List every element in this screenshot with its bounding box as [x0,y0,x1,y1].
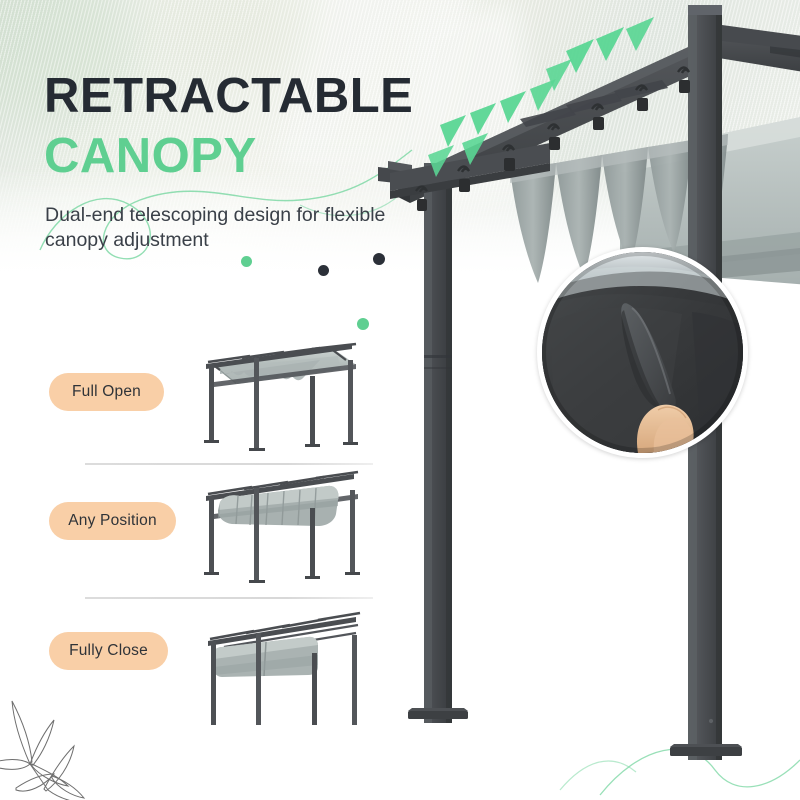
position-pill-fully-close[interactable]: Fully Close [49,632,168,670]
page-title-line1: RETRACTABLE [44,69,414,123]
position-pill-full-open[interactable]: Full Open [49,373,164,411]
post-telescoping-joint [424,355,452,358]
decorative-dot-4 [357,318,369,330]
decorative-dot-1 [241,256,252,267]
leaf-branch-decoration [0,700,86,800]
thumbnail-any-position [204,470,360,583]
decorative-dot-2 [318,265,329,276]
post-middle [408,163,468,723]
position-pill-label: Fully Close [69,642,148,659]
post-right-base-plate [670,747,742,756]
section-divider-1 [85,463,373,465]
post-middle-base-plate [408,711,468,719]
beam-top-right-stub [722,25,800,50]
thumbnail-full-open [204,342,358,451]
decorative-dot-3 [373,253,385,265]
position-pill-label: Full Open [72,383,141,400]
canopy-hooks [415,66,691,211]
post-screw [708,718,714,724]
position-pill-any-position[interactable]: Any Position [49,502,176,540]
subtitle-text: Dual-end telescoping design for flexible… [45,204,386,252]
canopy-pull-tab-closeup [542,252,743,453]
canopy-slide-direction-arrows [428,17,654,177]
page-title-line2: CANOPY [44,129,257,183]
detail-closeup-inset [537,247,748,458]
thumbnail-fully-close [208,611,361,725]
position-pill-label: Any Position [68,512,157,529]
section-divider-2 [85,597,373,599]
